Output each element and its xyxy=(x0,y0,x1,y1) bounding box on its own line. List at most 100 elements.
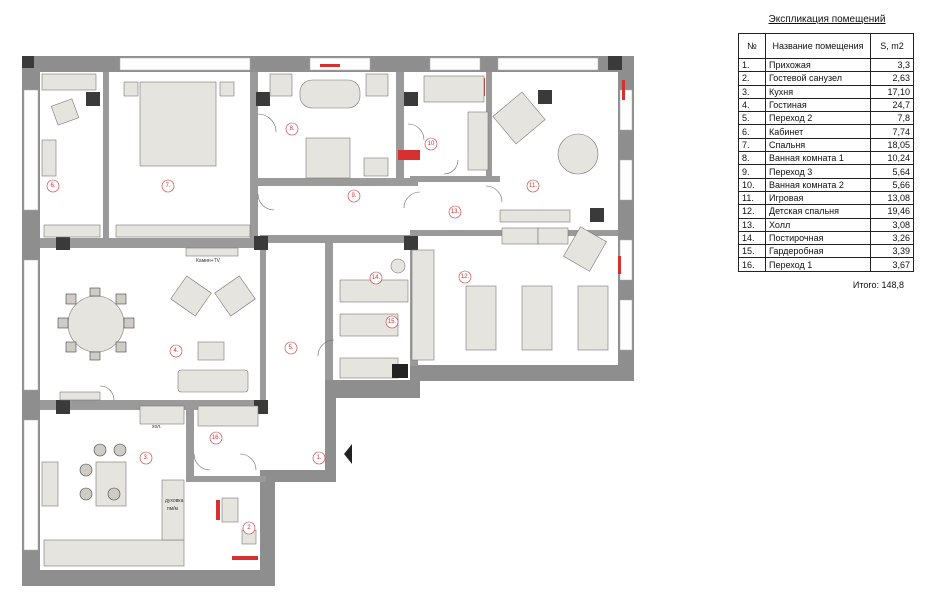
legend-row-area: 2,63 xyxy=(870,71,914,86)
legend-row-area: 3,67 xyxy=(870,257,914,272)
legend-header-name: Название помещения xyxy=(765,33,871,59)
legend-row-area: 19,46 xyxy=(870,204,914,219)
legend-row-area: 3,26 xyxy=(870,230,914,246)
legend-row-num: 13. xyxy=(738,217,766,232)
legend-row-area: 13,08 xyxy=(870,190,914,206)
room-marker-14: 14. xyxy=(372,275,381,281)
legend-row-name: Ванная комната 2 xyxy=(765,177,871,192)
room-marker-5: 5. xyxy=(288,345,293,351)
legend-row-name: Ванная комната 1 xyxy=(765,151,871,166)
legend-row-num: 8. xyxy=(738,151,766,166)
legend-row-name: Переход 3 xyxy=(765,164,871,179)
room-marker-4: 4. xyxy=(173,348,178,354)
floor-plan: 1. 2 3. 4. 5. 6. 7. 8. 9. 10 11. 12. 13.… xyxy=(22,56,634,586)
legend-row-name: Постирочная xyxy=(765,230,871,246)
legend-row-name: Гостевой санузел xyxy=(765,71,871,86)
dishwasher-label: пм/м xyxy=(167,506,179,512)
legend-header-num: № xyxy=(738,33,766,59)
legend-row-num: 14. xyxy=(738,230,766,246)
room-legend: Экспликация помещений № Название помещен… xyxy=(738,14,914,290)
legend-title: Экспликация помещений xyxy=(768,14,886,25)
chairs xyxy=(57,287,135,501)
oven-label: духовка xyxy=(165,498,184,504)
legend-header-row: № Название помещения S, m2 xyxy=(738,33,914,59)
legend-row-num: 2. xyxy=(738,71,766,86)
legend-row-num: 5. xyxy=(738,111,766,126)
columns xyxy=(22,56,622,414)
legend-total: Итого: 148,8 xyxy=(852,279,904,290)
legend-header-area: S, m2 xyxy=(870,33,914,59)
legend-row-num: 3. xyxy=(738,84,766,99)
doors xyxy=(99,113,503,471)
room-marker-16: 16. xyxy=(212,435,221,441)
room-marker-11: 11. xyxy=(529,183,537,189)
legend-row-num: 6. xyxy=(738,124,766,139)
legend-row-num: 12. xyxy=(738,204,766,219)
windows xyxy=(23,57,633,551)
legend-row-area: 17,10 xyxy=(870,84,914,99)
room-marker-15: 15. xyxy=(388,319,397,325)
legend-row-name: Игровая xyxy=(765,190,871,206)
room-marker-9: 9. xyxy=(351,193,356,199)
legend-row-num: 15. xyxy=(738,244,766,259)
legend-row-name: Спальня xyxy=(765,137,871,153)
tv-label: Камин+TV xyxy=(196,258,221,264)
legend-row-name: Переход 1 xyxy=(765,257,871,272)
shoe-cabinet xyxy=(392,364,408,378)
legend-row-area: 5,64 xyxy=(870,164,914,179)
room-marker-10: 10 xyxy=(428,141,435,147)
legend-row-num: 10. xyxy=(738,177,766,192)
legend-row-name: Холл xyxy=(765,217,871,232)
furniture xyxy=(41,73,609,567)
fridge-label: хол. xyxy=(152,424,161,430)
room-marker-13: 13. xyxy=(451,209,460,215)
legend-row-area: 3,3 xyxy=(870,57,914,73)
room-marker-7: 7. xyxy=(165,183,170,189)
room-markers xyxy=(46,122,540,535)
legend-row-name: Кухня xyxy=(765,84,871,99)
legend-row-area: 3,39 xyxy=(870,244,914,259)
legend-row-name: Прихожая xyxy=(765,57,871,73)
room-marker-1: 1. xyxy=(316,455,321,461)
room-marker-8: 8. xyxy=(289,126,294,132)
room-marker-2: 2 xyxy=(247,525,251,531)
legend-row-num: 9. xyxy=(738,164,766,179)
legend-row-area: 7,8 xyxy=(870,111,914,126)
legend-row-name: Кабинет xyxy=(765,124,871,139)
legend-row-num: 16. xyxy=(738,257,766,272)
legend-row-num: 11. xyxy=(738,190,766,206)
room-marker-6: 6. xyxy=(50,183,55,189)
legend-row-name: Гостиная xyxy=(765,97,871,113)
legend-row-area: 5,66 xyxy=(870,177,914,192)
legend-row-area: 7,74 xyxy=(870,124,914,139)
room-marker-3: 3. xyxy=(143,455,148,461)
legend-row-name: Гардеробная xyxy=(765,244,871,259)
legend-row-area: 18,05 xyxy=(870,137,914,153)
entrance-arrow xyxy=(344,444,352,464)
legend-row-num: 4. xyxy=(738,97,766,113)
legend-row-area: 10,24 xyxy=(870,151,914,166)
room-marker-labels: 1. 2 3. 4. 5. 6. 7. 8. 9. 10 11. 12. 13.… xyxy=(50,126,537,531)
legend-row-num: 7. xyxy=(738,137,766,153)
legend-row-area: 24,7 xyxy=(870,97,914,113)
legend-row-name: Детская спальня xyxy=(765,204,871,219)
legend-row-name: Переход 2 xyxy=(765,111,871,126)
